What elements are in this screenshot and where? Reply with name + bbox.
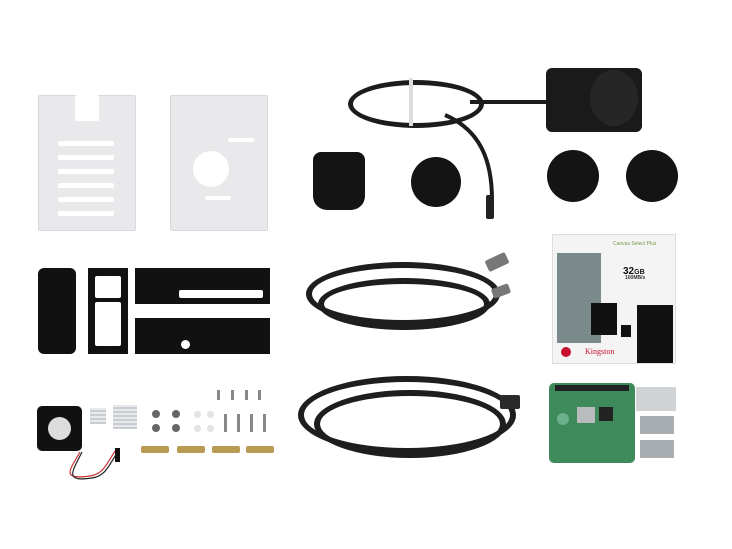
power-supply-body xyxy=(546,68,642,132)
brass-standoff xyxy=(141,446,169,453)
power-supply-cable-tie xyxy=(409,78,413,126)
us-plug-adapter xyxy=(547,150,599,202)
hdmi-cable-coil-2 xyxy=(318,278,490,330)
usb-port xyxy=(640,416,674,434)
usb-c-lead xyxy=(444,113,494,201)
heatsink-large xyxy=(113,405,137,429)
sd-capacity-unit: GB xyxy=(634,269,645,276)
fan-wires xyxy=(69,449,119,480)
ethernet-plug xyxy=(500,395,520,409)
sd-brand: Kingston xyxy=(585,347,615,356)
raspberry-pi-board xyxy=(549,383,635,463)
fan-connector xyxy=(115,448,120,462)
power-supply-cable-coil xyxy=(348,80,484,128)
black-case-end-panel xyxy=(38,268,76,354)
screw-short xyxy=(217,390,220,400)
heatsink-small xyxy=(90,408,106,424)
brass-standoff xyxy=(212,446,240,453)
screw-long xyxy=(224,414,227,432)
sd-logo-badge xyxy=(561,347,571,357)
brass-standoff xyxy=(177,446,205,453)
nut xyxy=(172,424,180,432)
usb-c-plug xyxy=(486,195,494,219)
black-case-frame-panel xyxy=(88,268,128,354)
sd-card-pack: 32GB 100MB/s Canvas Select Plus Kingston xyxy=(552,234,676,364)
clear-case-panel-fan-hole xyxy=(170,95,268,231)
screw-long xyxy=(263,414,266,432)
au-plug-adapter xyxy=(626,150,678,202)
washer xyxy=(194,411,201,418)
microsd-card xyxy=(621,325,631,337)
nut xyxy=(152,410,160,418)
cooling-fan xyxy=(37,406,82,451)
washer xyxy=(207,411,214,418)
screw-short xyxy=(245,390,248,400)
washer xyxy=(194,425,201,432)
nut xyxy=(172,410,180,418)
black-case-long-panel-2 xyxy=(135,318,270,354)
brass-standoff xyxy=(246,446,274,453)
washer xyxy=(207,425,214,432)
screw-short xyxy=(231,390,234,400)
sd-speed: 100MB/s xyxy=(625,275,646,281)
microsd-adapter xyxy=(591,303,617,335)
screw-long xyxy=(237,414,240,432)
sd-product-line: Canvas Select Plus xyxy=(613,241,657,247)
power-supply-cord xyxy=(470,100,550,104)
usb-port xyxy=(640,440,674,458)
sd-capacity-number: 32 xyxy=(623,266,635,277)
ethernet-cable-coil-2 xyxy=(314,390,506,458)
nut xyxy=(152,424,160,432)
ethernet-port xyxy=(636,387,676,411)
screw-short xyxy=(258,390,261,400)
micro-hdmi-plug xyxy=(484,251,510,273)
screw-long xyxy=(250,414,253,432)
uk-plug-adapter xyxy=(313,152,365,210)
black-case-long-panel-1 xyxy=(135,268,270,304)
clear-case-panel-vented xyxy=(38,95,136,231)
eu-plug-adapter xyxy=(411,157,461,207)
